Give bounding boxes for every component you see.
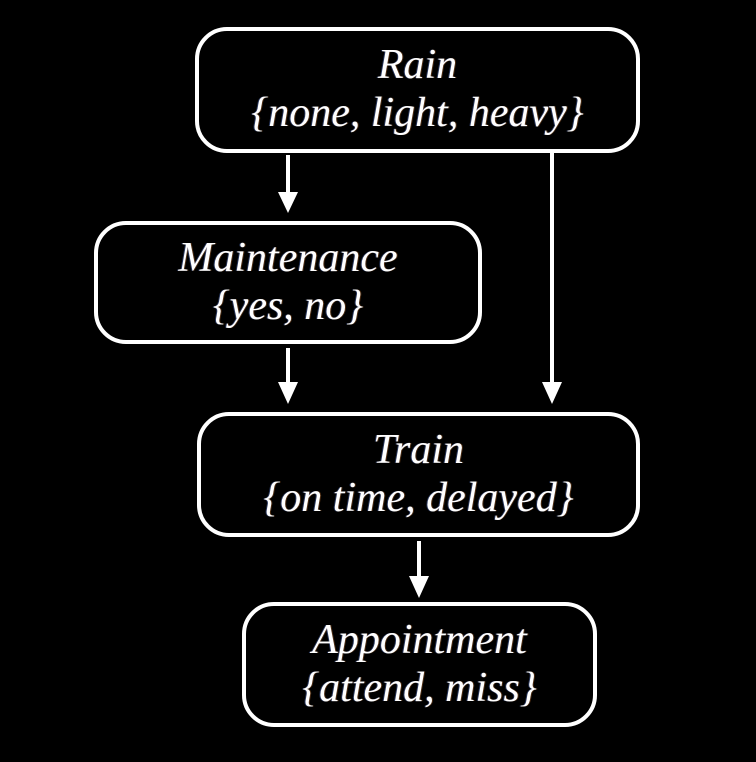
node-maintenance-name: Maintenance <box>178 234 398 281</box>
node-maintenance: Maintenance {yes, no} <box>94 221 482 344</box>
edge-maintenance-train <box>278 348 298 404</box>
node-train-domain: {on time, delayed} <box>263 474 574 521</box>
node-rain-name: Rain <box>377 42 458 89</box>
edge-rain-train <box>542 153 562 404</box>
node-train: Train {on time, delayed} <box>197 412 640 537</box>
edge-train-appointment <box>409 541 429 598</box>
node-appointment-domain: {attend, miss} <box>302 664 537 711</box>
edge-rain-maintenance <box>278 155 298 213</box>
node-rain-domain: {none, light, heavy} <box>251 90 584 136</box>
node-train-name: Train <box>372 426 465 473</box>
node-maintenance-domain: {yes, no} <box>212 282 364 329</box>
node-appointment: Appointment {attend, miss} <box>242 602 597 727</box>
node-appointment-name: Appointment <box>312 616 527 663</box>
node-rain: Rain {none, light, heavy} <box>195 27 640 153</box>
